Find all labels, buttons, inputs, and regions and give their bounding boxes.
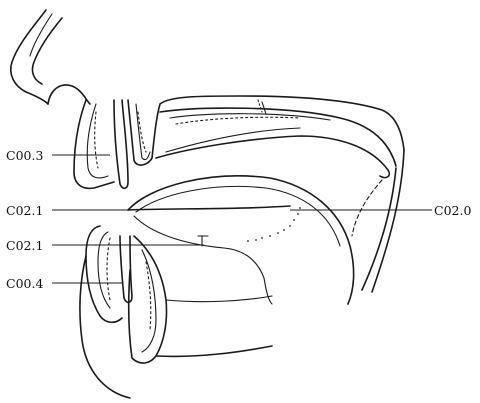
hard-palate [128,96,404,178]
label-c02-1-upper: C02.1 [6,203,43,218]
label-c00-3: C00.3 [6,148,43,163]
label-c02-0: C02.0 [434,203,471,218]
lower-lip [86,226,122,322]
label-c02-1-lower: C02.1 [6,238,43,253]
leader-lines [52,155,432,283]
nose-outline [11,10,90,104]
soft-palate [352,150,404,292]
mandible [80,236,272,398]
label-c00-4: C00.4 [6,276,43,291]
tongue [128,176,354,304]
lower-incisor [120,236,132,302]
upper-lip [74,100,114,188]
upper-incisor [114,100,128,188]
labels: C00.3 C02.1 C02.1 C00.4 C02.0 [6,148,471,291]
